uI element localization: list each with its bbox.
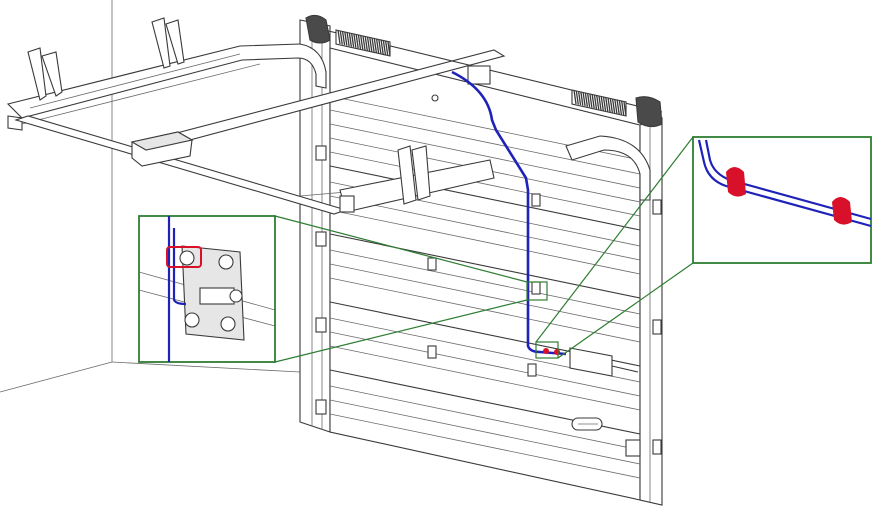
door-handle	[571, 417, 641, 457]
spring-coil	[573, 89, 577, 105]
spring-coil	[577, 90, 582, 106]
spring-coil	[366, 36, 371, 52]
spring-coil	[350, 33, 355, 48]
callout-marker-clamp	[535, 341, 559, 359]
spring-coil	[348, 32, 353, 47]
spring-coil	[600, 96, 604, 111]
spring-coil	[602, 96, 607, 112]
spring-coil	[616, 100, 620, 115]
bottom-bracket-detail-icon	[138, 215, 276, 363]
spring-coil	[582, 92, 586, 107]
spring-coil	[380, 40, 384, 55]
spring-coil	[382, 40, 387, 56]
spring-coil	[593, 94, 598, 110]
spring-coil	[341, 30, 346, 46]
spring-coil	[618, 100, 623, 116]
cable-clamp-detail-icon	[692, 136, 872, 264]
operator-motor	[130, 131, 194, 167]
spring-coil	[584, 92, 589, 107]
spring-coil	[369, 37, 373, 52]
spring-coil	[580, 91, 584, 106]
spring-coil	[375, 39, 380, 54]
spring-coil	[623, 101, 627, 117]
spring-coil	[364, 36, 368, 51]
spring-coil	[373, 38, 378, 53]
spring-coil	[378, 39, 382, 54]
spring-coil	[621, 101, 625, 116]
spring-coil	[339, 30, 343, 45]
spring-coil	[357, 34, 362, 50]
spring-coil	[609, 98, 614, 113]
spring-coil	[607, 98, 611, 113]
room-walls	[0, 0, 301, 393]
rail-ceiling-bracket	[339, 145, 431, 213]
spring-coil	[589, 93, 593, 108]
ceiling-brackets	[27, 17, 185, 101]
spring-coil	[591, 94, 595, 109]
callout-leaders	[274, 136, 694, 363]
spring-coil	[611, 99, 616, 114]
torsion-spring-right	[573, 89, 627, 117]
spring-coil	[385, 41, 389, 56]
spring-coil	[346, 32, 350, 47]
callout-marker-bracket	[526, 281, 548, 301]
spring-coil	[337, 29, 341, 45]
spring-coil	[362, 35, 366, 51]
spring-coil	[605, 97, 609, 112]
spring-coil	[371, 38, 375, 53]
operator-rail	[14, 49, 506, 215]
spring-coil	[344, 31, 348, 46]
door-hinges	[315, 145, 662, 455]
spring-coil	[355, 34, 359, 49]
torsion-spring-left	[337, 29, 391, 57]
spring-coil	[575, 90, 579, 105]
cable-sensor-box	[569, 347, 639, 377]
spring-coil	[596, 95, 600, 110]
spring-coil	[614, 99, 618, 114]
spring-coil	[598, 95, 602, 111]
spring-coil	[353, 33, 357, 48]
spring-coil	[586, 93, 591, 108]
lift-cable	[451, 70, 567, 356]
spring-coil	[387, 41, 391, 57]
spring-coil	[360, 35, 364, 50]
